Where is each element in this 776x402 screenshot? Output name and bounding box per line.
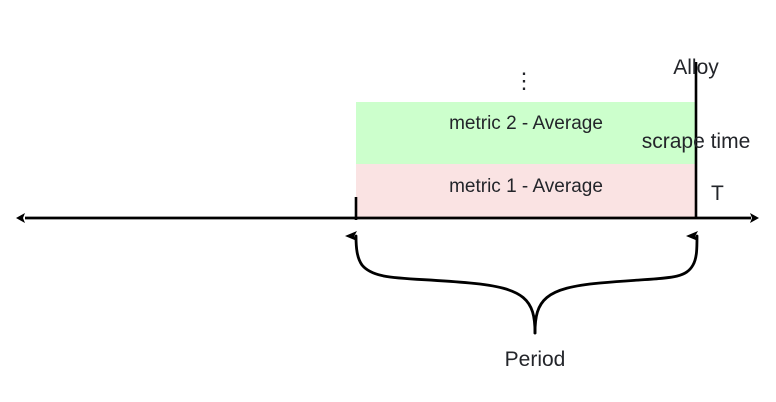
vertical-ellipsis-icon: ⋮ (513, 68, 535, 93)
alloy-scrape-time-label-line2: scrape time (641, 129, 751, 153)
period-brace-right (533, 231, 699, 335)
band-metric-2 (356, 102, 696, 164)
alloy-scrape-time-label: Alloy scrape time (546, 6, 776, 204)
period-brace-left (345, 230, 537, 335)
band-metric-1-label: metric 1 - Average (449, 176, 603, 197)
band-metric-1 (356, 164, 696, 218)
period-label: Period (504, 348, 566, 371)
alloy-scrape-time-label-line1: Alloy (673, 55, 719, 79)
band-metric-2-label: metric 2 - Average (449, 113, 603, 134)
time-axis-label: T (711, 182, 724, 205)
